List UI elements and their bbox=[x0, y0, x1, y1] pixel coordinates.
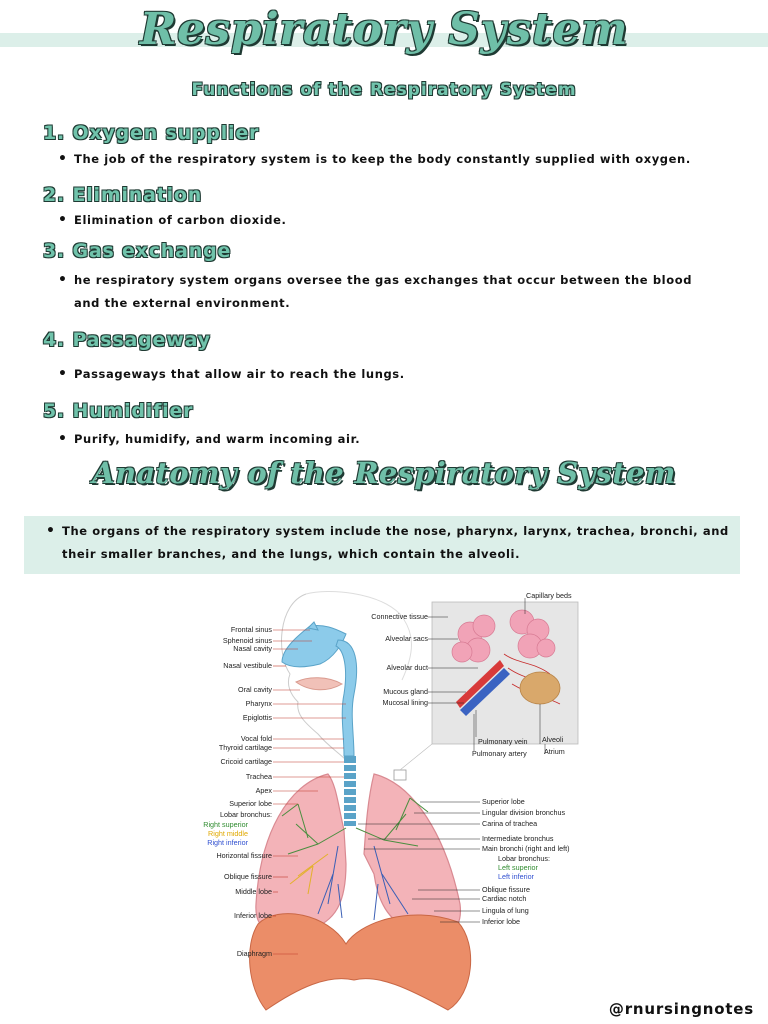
functions-subtitle: Functions of the Respiratory System bbox=[191, 80, 577, 100]
label-lobar-bronchus-left: Lobar bronchus: bbox=[498, 854, 550, 863]
label-apex: Apex bbox=[256, 786, 273, 795]
inset-connector bbox=[399, 743, 433, 771]
label-lobar-bronchus-right: Lobar bronchus: bbox=[220, 810, 272, 819]
label-diaphragm: Diaphragm bbox=[237, 949, 272, 958]
label-sphenoid-sinus: Sphenoid sinus bbox=[223, 636, 273, 645]
label-connective-tissue: Connective tissue bbox=[371, 612, 428, 621]
label-intermediate-bronchus: Intermediate bronchus bbox=[482, 834, 554, 843]
function-text-5: Purify, humidify, and warm incoming air. bbox=[74, 432, 361, 446]
function-text-1: The job of the respiratory system is to … bbox=[74, 152, 691, 166]
label-nasal-vestibule: Nasal vestibule bbox=[223, 661, 272, 670]
inset-label-leaders bbox=[428, 598, 546, 754]
head-outline bbox=[281, 593, 347, 761]
trachea-rings bbox=[344, 763, 356, 821]
label-nasal-cavity: Nasal cavity bbox=[233, 644, 272, 653]
label-trachea: Trachea bbox=[246, 772, 272, 781]
label-middle-lobe: Middle lobe bbox=[235, 887, 272, 896]
function-text-3: he respiratory system organs oversee the… bbox=[74, 273, 693, 310]
function-text-4: Passageways that allow air to reach the … bbox=[74, 367, 405, 381]
label-right-inferior: Right inferior bbox=[207, 838, 248, 847]
right-label-leaders bbox=[358, 801, 480, 923]
label-vocal-fold: Vocal fold bbox=[241, 734, 272, 743]
label-cricoid-cartilage: Cricoid cartilage bbox=[220, 757, 272, 766]
label-oblique-fissure-left: Oblique fissure bbox=[482, 885, 530, 894]
label-epiglottis: Epiglottis bbox=[243, 713, 273, 722]
anatomy-text: The organs of the respiratory system inc… bbox=[62, 524, 729, 561]
function-bullet-3: • he respiratory system organs oversee t… bbox=[58, 269, 718, 315]
function-heading-3: 3. Gas exchange bbox=[43, 240, 232, 262]
function-bullet-5: • Purify, humidify, and warm incoming ai… bbox=[58, 428, 718, 451]
right-bronchial-tree bbox=[281, 803, 347, 855]
trachea-shape bbox=[344, 756, 356, 826]
label-left-superior: Left superior bbox=[498, 863, 539, 872]
label-right-superior: Right superior bbox=[203, 820, 248, 829]
function-text-2: Elimination of carbon dioxide. bbox=[74, 213, 287, 227]
bullet-dot: • bbox=[58, 366, 68, 382]
label-atrium: Atrium bbox=[544, 747, 565, 756]
oral-cavity-shape bbox=[295, 677, 344, 691]
anatomy-info-box: • The organs of the respiratory system i… bbox=[24, 516, 740, 574]
label-alveolar-duct: Alveolar duct bbox=[386, 663, 428, 672]
label-mucous-gland: Mucous gland bbox=[383, 687, 428, 696]
function-bullet-4: • Passageways that allow air to reach th… bbox=[58, 363, 718, 386]
function-heading-1: 1. Oxygen supplier bbox=[43, 122, 260, 144]
respiratory-anatomy-diagram: Frontal sinus Sphenoid sinus Nasal cavit… bbox=[203, 590, 579, 1011]
label-pharynx: Pharynx bbox=[246, 699, 273, 708]
function-heading-2: 2. Elimination bbox=[43, 184, 203, 206]
label-oral-cavity: Oral cavity bbox=[238, 685, 272, 694]
alveolar-sacs bbox=[451, 609, 556, 663]
left-inferior-tree bbox=[373, 845, 409, 921]
sinus-shape bbox=[306, 621, 319, 631]
label-left-inferior: Left inferior bbox=[498, 872, 535, 881]
label-superior-lobe-left: Superior lobe bbox=[482, 797, 525, 806]
bullet-dot: • bbox=[58, 212, 68, 228]
label-right-middle: Right middle bbox=[208, 829, 248, 838]
pulmonary-artery-shape bbox=[460, 668, 510, 716]
label-capillary-beds: Capillary beds bbox=[526, 591, 572, 600]
right-middle-tree bbox=[289, 853, 329, 895]
function-bullet-1: • The job of the respiratory system is t… bbox=[58, 148, 718, 171]
anatomy-bullet: • The organs of the respiratory system i… bbox=[46, 520, 736, 566]
label-alveoli: Alveoli bbox=[542, 735, 564, 744]
inset-marker bbox=[393, 769, 407, 781]
left-label-leaders bbox=[273, 629, 346, 955]
bullet-dot: • bbox=[58, 431, 68, 447]
label-alveolar-sacs: Alveolar sacs bbox=[385, 634, 428, 643]
label-pulmonary-vein: Pulmonary vein bbox=[478, 737, 528, 746]
pharynx-shape bbox=[335, 639, 358, 757]
label-carina-of-trachea: Carina of trachea bbox=[482, 819, 537, 828]
left-bronchial-tree bbox=[355, 797, 429, 847]
label-pulmonary-artery: Pulmonary artery bbox=[472, 749, 527, 758]
function-bullet-2: • Elimination of carbon dioxide. bbox=[58, 209, 718, 232]
anatomy-title: Anatomy of the Respiratory System bbox=[92, 456, 676, 490]
page-title: Respiratory System bbox=[139, 4, 629, 55]
title-band bbox=[0, 33, 768, 47]
label-horizontal-fissure: Horizontal fissure bbox=[216, 851, 272, 860]
label-inferior-lobe-left: Inferior lobe bbox=[482, 917, 520, 926]
head-back-outline bbox=[305, 590, 412, 681]
diaphragm-shape bbox=[249, 913, 472, 1011]
label-inferior-lobe-right: Inferior lobe bbox=[234, 911, 272, 920]
author-handle: @rnursingnotes bbox=[608, 1000, 754, 1018]
label-main-bronchi: Main bronchi (right and left) bbox=[482, 844, 570, 853]
label-thyroid-cartilage: Thyroid cartilage bbox=[219, 743, 272, 752]
bullet-dot: • bbox=[58, 272, 68, 288]
alveolus-cross-section bbox=[519, 671, 561, 705]
bullet-dot: • bbox=[58, 151, 68, 167]
label-lingular-division-bronchus: Lingular division bronchus bbox=[482, 808, 566, 817]
left-lung-shape bbox=[363, 773, 461, 937]
label-mucosal-lining: Mucosal lining bbox=[382, 698, 428, 707]
label-frontal-sinus: Frontal sinus bbox=[231, 625, 273, 634]
label-cardiac-notch: Cardiac notch bbox=[482, 894, 526, 903]
nasal-cavity-shape bbox=[281, 625, 347, 668]
bullet-dot: • bbox=[46, 523, 56, 539]
pulmonary-vein-shape bbox=[456, 660, 504, 708]
label-superior-lobe-right: Superior lobe bbox=[229, 799, 272, 808]
label-oblique-fissure-right: Oblique fissure bbox=[224, 872, 272, 881]
label-lingula-of-lung: Lingula of lung bbox=[482, 906, 529, 915]
right-inferior-tree bbox=[317, 845, 343, 919]
function-heading-4: 4. Passageway bbox=[43, 329, 211, 351]
function-heading-5: 5. Humidifier bbox=[43, 400, 194, 422]
